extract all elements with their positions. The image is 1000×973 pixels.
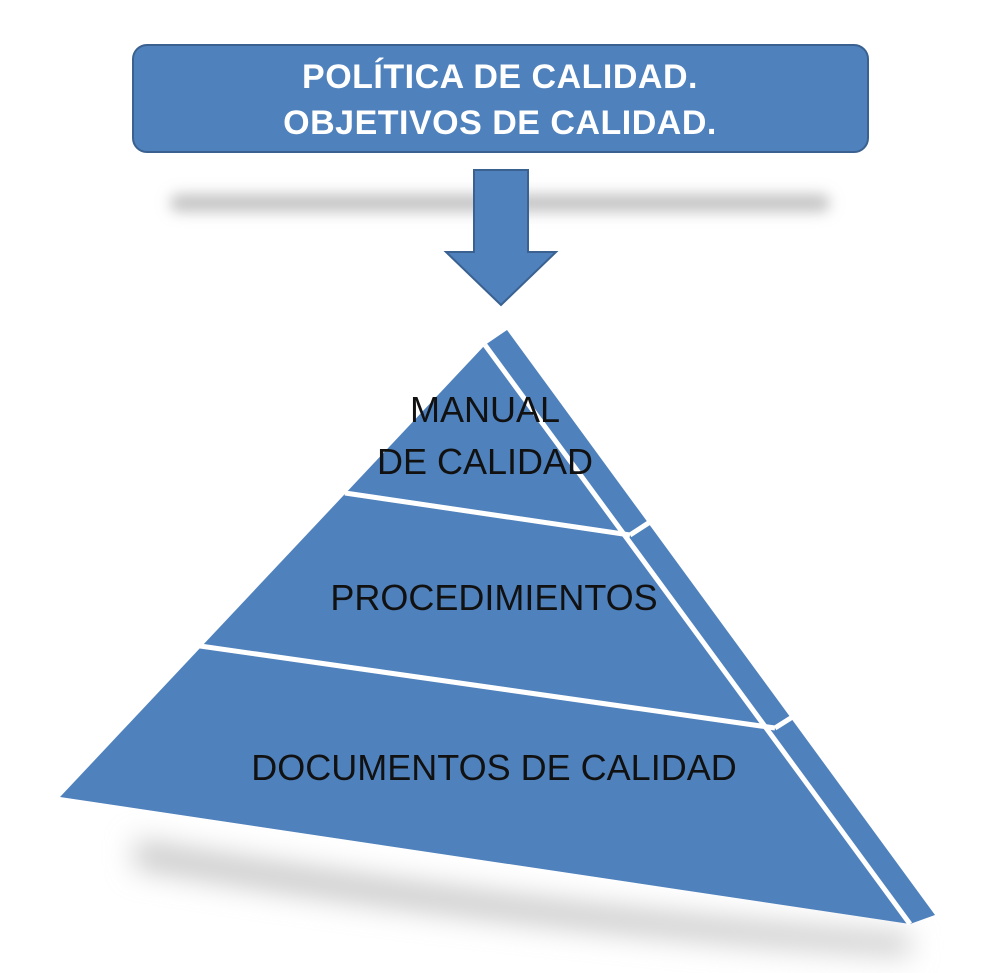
- pyramid-edge: [482, 343, 913, 926]
- tier-divider-bottom: [199, 643, 776, 731]
- tier-top-label-line-2: DE CALIDAD: [377, 441, 593, 482]
- pyramid: MANUAL DE CALIDAD PROCEDIMIENTOS DOCUMEN…: [60, 330, 935, 926]
- side-divider-bottom: [773, 713, 796, 731]
- tier-divider-top: [344, 490, 631, 538]
- header-box-background: [132, 44, 869, 153]
- tier-middle-label: PROCEDIMIENTOS: [330, 577, 657, 618]
- side-divider-top: [628, 519, 652, 538]
- header-box: POLÍTICA DE CALIDAD. OBJETIVOS DE CALIDA…: [132, 44, 869, 153]
- header-line-1: POLÍTICA DE CALIDAD.: [302, 58, 698, 96]
- pyramid-shadow: [135, 840, 910, 955]
- down-arrow-icon: [443, 169, 559, 307]
- pyramid-side-face: [485, 330, 935, 924]
- pyramid-front-face: [60, 345, 910, 924]
- tier-bottom-label: DOCUMENTOS DE CALIDAD: [251, 747, 736, 788]
- tier-top-label-line-1: MANUAL: [410, 389, 560, 430]
- header-line-2: OBJETIVOS DE CALIDAD.: [283, 104, 717, 142]
